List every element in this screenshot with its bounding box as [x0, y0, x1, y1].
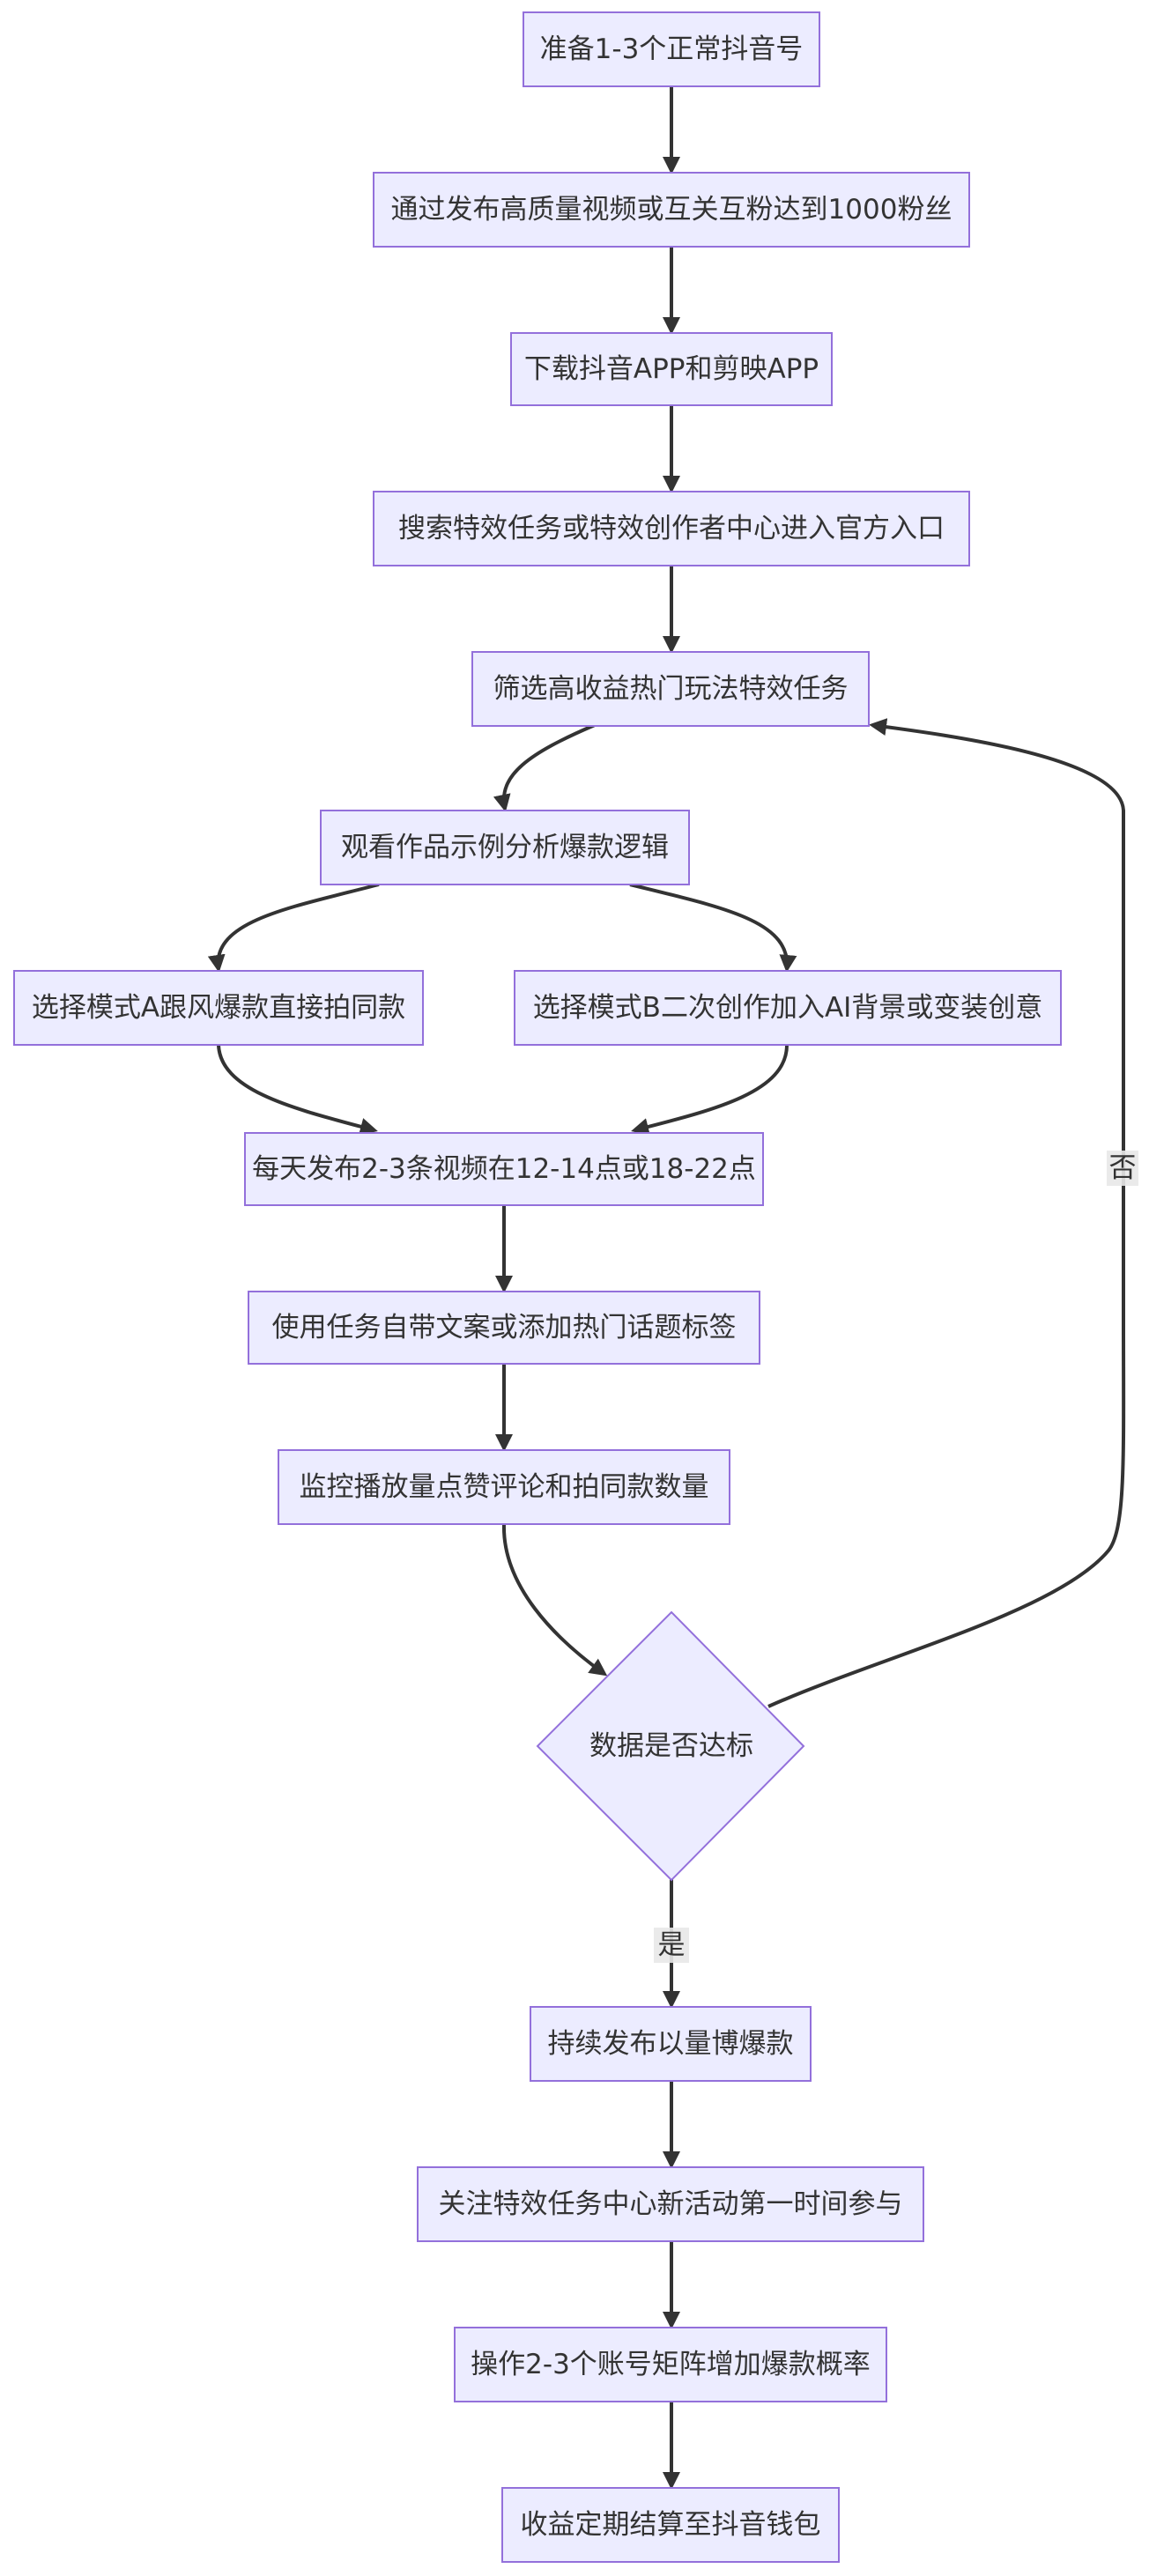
edge-n6-n8 [629, 883, 797, 973]
node-keep-posting-label: 持续发布以量博爆款 [548, 2028, 794, 2060]
edge-label-yes-text: 是 [658, 1929, 686, 1961]
node-download-apps: 下载抖音APP和剪映APP [510, 332, 833, 406]
edge-n8-n9 [631, 1044, 789, 1136]
node-follow-activities: 关注特效任务中心新活动第一时间参与 [417, 2166, 924, 2242]
edge-n5-n6 [493, 723, 596, 812]
node-mode-b-label: 选择模式B二次创作加入AI背景或变装创意 [533, 992, 1043, 1024]
node-mode-a: 选择模式A跟风爆款直接拍同款 [13, 970, 424, 1046]
node-analyze-examples: 观看作品示例分析爆款逻辑 [320, 810, 690, 885]
node-filter-tasks-label: 筛选高收益热门玩法特效任务 [493, 673, 849, 705]
node-mode-a-label: 选择模式A跟风爆款直接拍同款 [32, 992, 405, 1024]
edges [207, 86, 1126, 2490]
node-daily-post-label: 每天发布2-3条视频在12-14点或18-22点 [252, 1153, 756, 1185]
edge-n7-n9 [217, 1044, 378, 1136]
node-use-hashtags: 使用任务自带文案或添加热门话题标签 [248, 1291, 760, 1365]
node-analyze-examples-label: 观看作品示例分析爆款逻辑 [341, 832, 669, 863]
node-account-matrix-label: 操作2-3个账号矩阵增加爆款概率 [471, 2349, 871, 2380]
node-daily-post: 每天发布2-3条视频在12-14点或18-22点 [244, 1132, 764, 1206]
node-download-apps-label: 下载抖音APP和剪映APP [524, 353, 819, 385]
node-use-hashtags-label: 使用任务自带文案或添加热门话题标签 [272, 1312, 737, 1344]
node-monitor-metrics: 监控播放量点赞评论和拍同款数量 [278, 1449, 730, 1525]
node-prepare-accounts: 准备1-3个正常抖音号 [523, 11, 820, 87]
node-filter-tasks: 筛选高收益热门玩法特效任务 [471, 651, 870, 727]
node-account-matrix: 操作2-3个账号矩阵增加爆款概率 [454, 2327, 887, 2402]
node-settlement: 收益定期结算至抖音钱包 [501, 2487, 840, 2563]
node-reach-1000-fans: 通过发布高质量视频或互关互粉达到1000粉丝 [373, 172, 970, 248]
node-data-check-decision-label: 数据是否达标 [589, 1730, 753, 1762]
node-settlement-label: 收益定期结算至抖音钱包 [521, 2509, 821, 2541]
node-mode-b: 选择模式B二次创作加入AI背景或变装创意 [514, 970, 1062, 1046]
edge-label-no-text: 否 [1109, 1152, 1137, 1184]
node-follow-activities-label: 关注特效任务中心新活动第一时间参与 [439, 2188, 903, 2220]
edge-n6-n7 [207, 883, 380, 973]
node-monitor-metrics-label: 监控播放量点赞评论和拍同款数量 [300, 1471, 709, 1503]
node-keep-posting: 持续发布以量博爆款 [530, 2006, 812, 2082]
edge-n11-decision [501, 1523, 608, 1677]
node-search-entry: 搜索特效任务或特效创作者中心进入官方入口 [373, 491, 970, 566]
node-prepare-accounts-label: 准备1-3个正常抖音号 [540, 33, 804, 65]
node-search-entry-label: 搜索特效任务或特效创作者中心进入官方入口 [398, 513, 945, 544]
node-data-check-decision: 数据是否达标 [536, 1610, 805, 1882]
edge-label-yes: 是 [654, 1928, 689, 1963]
edge-label-no: 否 [1107, 1151, 1138, 1186]
edge-decision-n5-no [767, 718, 1126, 1708]
node-reach-1000-fans-label: 通过发布高质量视频或互关互粉达到1000粉丝 [391, 194, 953, 226]
